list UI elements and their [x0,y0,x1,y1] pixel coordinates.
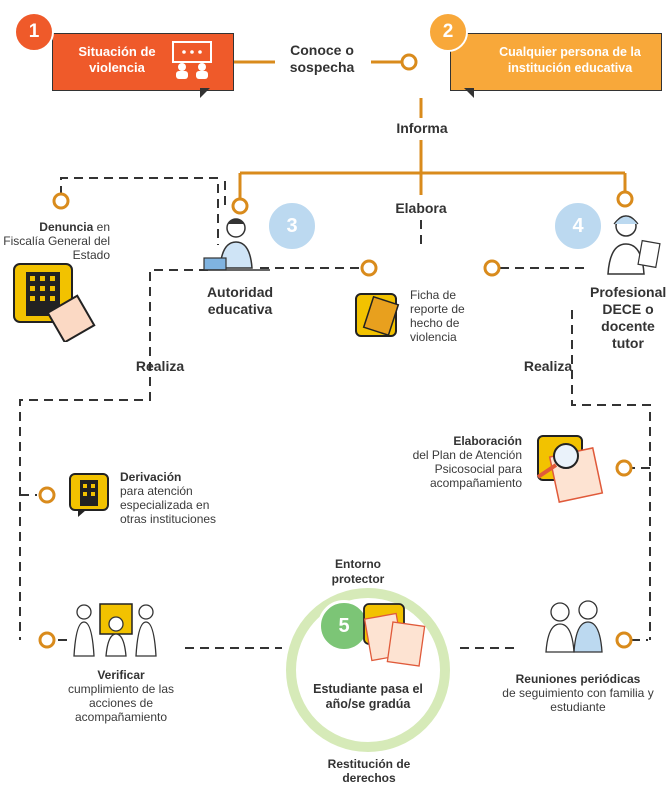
step4-number: 4 [552,200,604,252]
realiza-right-label: Realiza [523,358,573,374]
informa-label: Informa [396,120,448,136]
ficha-text: Ficha de reporte de hecho de violencia [410,288,465,344]
restitucion-label: Restitución de derechos [327,757,411,785]
step1-number: 1 [14,12,54,52]
building-icon [69,473,109,517]
step2-box-tail [464,88,474,98]
denuncia-text: Denuncia en Fiscalía General del Estado [3,220,110,262]
step1-label: Situación de violencia [78,44,156,75]
building-document-icon [13,263,96,342]
student-records-icon [363,603,426,667]
step1-box-tail [200,88,210,98]
step3-number: 3 [266,200,318,252]
connector-label: Conoce o sospecha [289,42,355,75]
step5-label: Estudiante pasa el año/se gradúa [313,682,423,711]
elabora-label: Elabora [395,200,447,216]
step4-label: Profesional DECE o docente tutor [590,284,667,351]
authority-person-icon [200,218,270,271]
step2-label: Cualquier persona de la institución educ… [499,45,641,75]
professional-person-icon [607,215,661,275]
step3-label: Autoridad educativa [206,284,274,317]
protection-ring [286,588,450,752]
team-people-icon [73,603,157,657]
family-meeting-icon [545,600,603,653]
step2-number: 2 [428,12,468,52]
report-clipboard-icon [355,293,400,337]
plan-documents-icon [536,435,604,503]
presentation-icon [172,41,212,79]
step2-box [450,33,662,91]
entorno-label: Entorno protector [331,557,385,586]
realiza-left-label: Realiza [135,358,185,374]
